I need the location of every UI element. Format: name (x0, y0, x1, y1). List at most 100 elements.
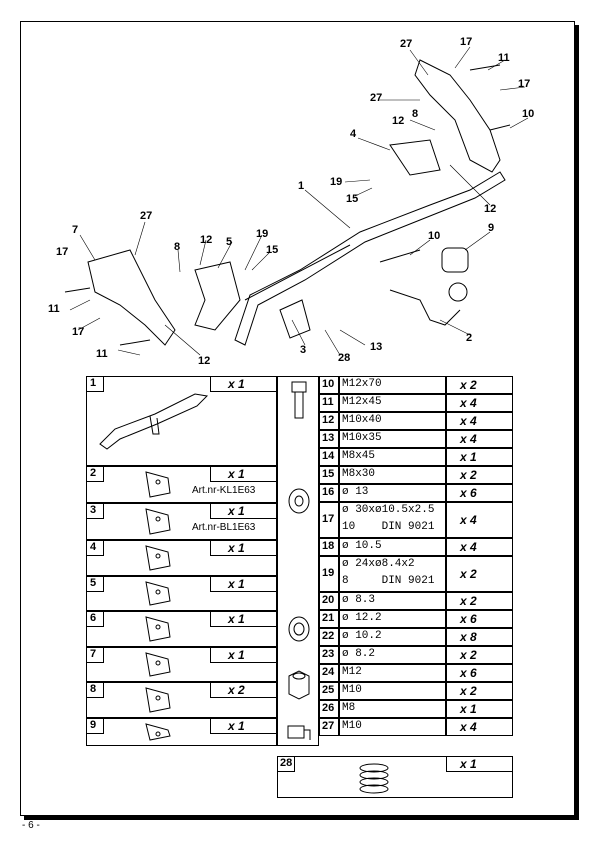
part-number: 2 (90, 467, 97, 479)
callout-1: 1 (298, 180, 305, 192)
part-qty-box (210, 376, 277, 392)
part-number-box (86, 611, 104, 627)
part-spec: M10 (342, 720, 362, 732)
part-number: 16 (322, 486, 335, 498)
part-spec: M10x35 (342, 432, 382, 444)
part-qty-box (446, 700, 513, 718)
part-qty: x 1 (228, 541, 245, 555)
part-number: 17 (322, 513, 335, 525)
part-spec-box (339, 502, 446, 538)
part-sketch-4 (145, 545, 171, 571)
callout-12-left: 11 (48, 303, 60, 315)
part-qty: x 1 (460, 702, 477, 716)
part-qty: x 4 (460, 396, 477, 410)
callout-13-top: 12 (392, 115, 405, 127)
part-qty-box (210, 647, 277, 663)
spring-icon (359, 763, 389, 794)
part-spec-box (339, 394, 446, 412)
part-qty-box (446, 682, 513, 700)
part-spec-box (339, 466, 446, 484)
part-number: 7 (90, 648, 97, 660)
part-spec-box (339, 376, 446, 394)
part-qty: x 4 (460, 414, 477, 428)
part-spec-box (339, 682, 446, 700)
part-spec: ø 10.5 (342, 540, 382, 552)
callout-11-right: 10 (522, 108, 535, 120)
part-qty-box (446, 610, 513, 628)
part-spec: ø 10.2 (342, 630, 382, 642)
callout-13-bottom: 12 (198, 355, 211, 367)
part-spec-box (339, 448, 446, 466)
part-number-box (319, 646, 339, 664)
part-spec-box (339, 538, 446, 556)
part-qty-box (446, 394, 513, 412)
part-qty-box (210, 503, 277, 519)
part-number-box (86, 647, 104, 663)
callout-8-left: 8 (174, 241, 181, 253)
part-number-box (319, 448, 339, 466)
part-spec-box (339, 556, 446, 592)
part-qty: x 4 (460, 513, 477, 527)
part-sketch-6 (145, 616, 171, 642)
part-qty: x 8 (460, 630, 477, 644)
callout-13-right: 12 (484, 203, 497, 215)
part-number-box (86, 576, 104, 592)
callout-4: 4 (350, 128, 357, 140)
part-qty-box (446, 592, 513, 610)
part-qty: x 1 (228, 719, 245, 733)
part-spec: M12 (342, 666, 362, 678)
callout-17-left: 17 (56, 246, 69, 258)
part-number-box (319, 394, 339, 412)
part-spec: M10x40 (342, 414, 382, 426)
part-spec-standard: 8 DIN 9021 (342, 575, 435, 587)
part-qty: x 4 (460, 540, 477, 554)
part-number-box (319, 700, 339, 718)
callout-27-left: 27 (140, 210, 153, 222)
part-qty: x 2 (460, 468, 477, 482)
part-qty: x 1 (228, 467, 245, 481)
part-spec: ø 12.2 (342, 612, 382, 624)
part-spec-box (339, 430, 446, 448)
callout-10: 10 (428, 230, 441, 242)
part-number: 14 (322, 450, 335, 462)
clip-nut-icon (287, 725, 311, 740)
part-qty-box (446, 718, 513, 736)
part-spec-standard: 10 DIN 9021 (342, 521, 435, 533)
part-spec: M10 (342, 684, 362, 696)
callout-5: 5 (226, 236, 233, 248)
exploded-view-drawing (64, 46, 529, 356)
part-number: 23 (322, 648, 335, 660)
part-number: 3 (90, 504, 97, 516)
part-number: 24 (322, 666, 335, 678)
callout-15-left: 15 (266, 244, 279, 256)
part-qty: x 1 (228, 612, 245, 626)
part-number: 25 (322, 684, 335, 696)
part-spec: ø 8.2 (342, 648, 376, 660)
part-qty: x 1 (460, 450, 477, 464)
part-number-box (86, 376, 104, 392)
part-number: 10 (322, 378, 335, 390)
part-spec-box (339, 718, 446, 736)
bolt-icon (291, 381, 307, 419)
part-qty-box (210, 540, 277, 556)
part-number-box (319, 610, 339, 628)
part-number-box (319, 556, 339, 592)
part-qty: x 2 (460, 684, 477, 698)
part-qty: x 1 (228, 577, 245, 591)
part-number-box (86, 466, 104, 482)
part-spec-box (339, 628, 446, 646)
callout-17-right: 17 (518, 78, 531, 90)
callout-3: 3 (300, 344, 307, 356)
part-spec: M8 (342, 702, 356, 714)
part-spec-box (339, 664, 446, 682)
callout-13-mid: 12 (200, 234, 213, 246)
part-qty-box (446, 484, 513, 502)
part-qty-box (446, 466, 513, 484)
part-sketch-9 (145, 723, 171, 741)
part-number: 9 (90, 719, 97, 731)
part-spec: M8x30 (342, 468, 376, 480)
part-number: 5 (90, 577, 97, 589)
callout-2: 2 (466, 332, 473, 344)
part-qty-box (446, 628, 513, 646)
callout-19-left: 19 (256, 228, 269, 240)
